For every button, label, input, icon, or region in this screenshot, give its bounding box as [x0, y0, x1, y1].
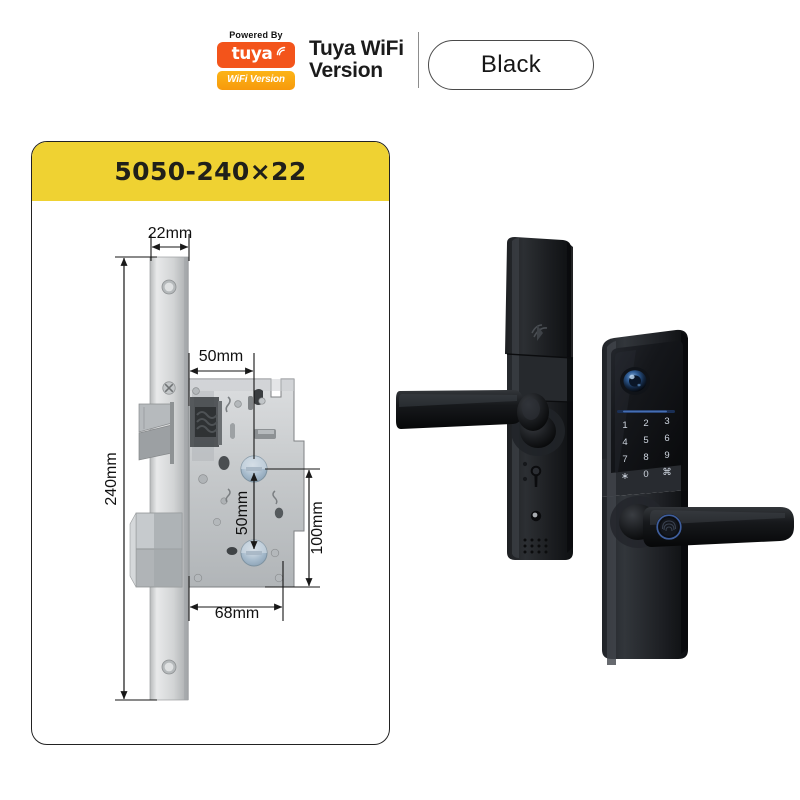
keypad-key-4: 4	[622, 437, 627, 448]
color-option-label: Black	[480, 51, 542, 78]
tuya-header: Powered By tuya WiFi Version Tuya WiFi V…	[215, 22, 419, 98]
tuya-wordmark: tuya	[231, 44, 273, 64]
keypad-key-8: 8	[643, 452, 648, 463]
mortise-spec-card: 5050-240×22	[31, 141, 390, 745]
keypad-key-1: 1	[622, 420, 627, 431]
tuya-version-title-line1: Tuya WiFi	[309, 36, 404, 60]
mortise-dimension-diagram: 22mm 50mm 68mm 240mm 100mm 50mm	[32, 201, 389, 744]
keypad-key-0: 0	[643, 469, 648, 480]
model-title-banner: 5050-240×22	[32, 142, 389, 201]
keypad-key-2: 2	[643, 418, 648, 429]
powered-by-label: Powered By	[229, 29, 283, 40]
interior-door-handle	[396, 390, 549, 431]
model-title: 5050-240×22	[114, 157, 307, 186]
card-swipe-icon	[531, 324, 548, 341]
color-option-black[interactable]: Black	[428, 40, 594, 90]
speaker-grille-icon	[523, 538, 548, 554]
svg-text:240mm: 240mm	[103, 452, 120, 505]
interior-panel	[396, 237, 574, 560]
keypad-key-9: 9	[664, 450, 669, 461]
header-divider	[417, 32, 419, 88]
wifi-arc-icon	[276, 46, 286, 55]
fingerprint-sensor-icon	[656, 514, 682, 540]
keypad: 1 2 3 4 5 6 7 8 9 ∗ 0 ⌘	[621, 416, 672, 482]
svg-text:22mm: 22mm	[148, 225, 192, 242]
svg-text:50mm: 50mm	[199, 348, 243, 365]
keypad-key-7: 7	[622, 454, 627, 465]
status-indicator-bar	[617, 410, 675, 413]
svg-text:50mm: 50mm	[234, 491, 251, 535]
exterior-door-handle	[643, 507, 794, 547]
exterior-panel: 1 2 3 4 5 6 7 8 9 ∗ 0 ⌘	[602, 329, 794, 665]
mechanical-keyhole-icon	[522, 461, 542, 487]
keypad-key-3: 3	[664, 416, 669, 427]
tuya-brand-badge: tuya	[217, 41, 295, 68]
tuya-logo: Powered By tuya WiFi Version	[215, 29, 297, 90]
keypad-key-confirm: ⌘	[662, 467, 672, 478]
keypad-key-6: 6	[664, 433, 669, 444]
wifi-version-label: WiFi Version	[227, 74, 285, 85]
wifi-version-badge: WiFi Version	[217, 70, 295, 90]
keypad-key-star: ∗	[621, 471, 629, 482]
svg-text:68mm: 68mm	[215, 605, 259, 622]
tuya-version-title: Tuya WiFi Version	[309, 36, 404, 83]
camera-peephole-icon	[620, 367, 650, 395]
tuya-version-title-line2: Version	[309, 59, 383, 82]
svg-text:100mm: 100mm	[309, 501, 326, 554]
reset-port-icon	[530, 510, 542, 522]
keypad-key-5: 5	[643, 435, 648, 446]
smart-lock-product-photo: 1 2 3 4 5 6 7 8 9 ∗ 0 ⌘	[395, 235, 800, 665]
